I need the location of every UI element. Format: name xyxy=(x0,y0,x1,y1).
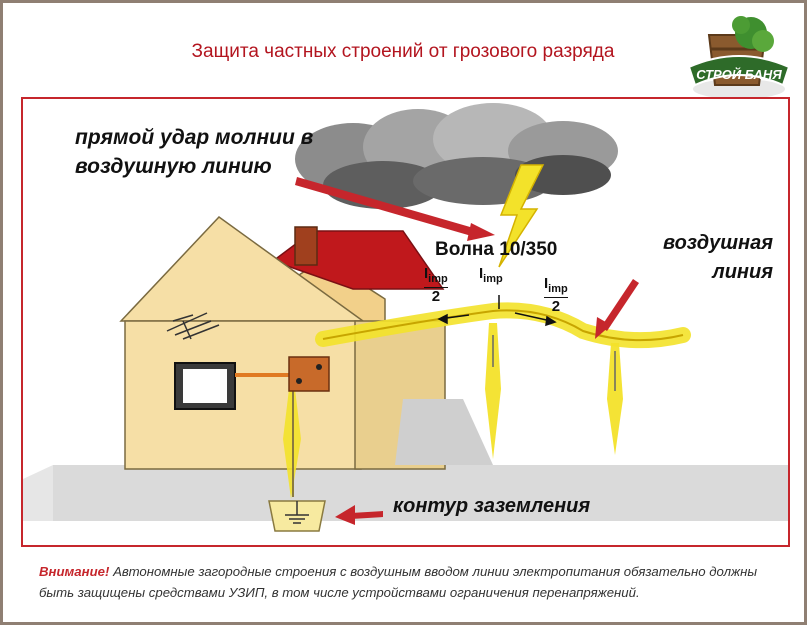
impulse-divisor: 2 xyxy=(424,287,448,305)
stroy-banya-logo: СТРОЙ БАНЯ xyxy=(679,15,797,107)
label-direct-strike-line1: прямой удар молнии в xyxy=(75,126,314,149)
impulse-subscript: imp xyxy=(428,273,448,285)
distribution-box xyxy=(288,356,330,392)
impulse-subscript: imp xyxy=(483,273,503,285)
label-direct-strike: прямой удар молнии в воздушную линию xyxy=(75,123,405,181)
diagram-panel: прямой удар молнии в воздушную линию Вол… xyxy=(21,97,790,547)
lightning-bolt xyxy=(498,164,545,268)
impulse-divisor: 2 xyxy=(544,297,568,315)
surge-glow-pole-2 xyxy=(607,343,623,455)
logo-text: СТРОЙ БАНЯ xyxy=(696,66,782,82)
surge-glow-pole-1 xyxy=(485,323,501,459)
impulse-half-right: Iimp 2 xyxy=(544,275,568,315)
warning-text: Автономные загородные строения с воздушн… xyxy=(39,564,758,600)
impulse-symbol: I xyxy=(479,265,484,282)
ground-surface xyxy=(53,465,788,521)
label-wave: Волна 10/350 xyxy=(435,239,558,260)
diagram-scene xyxy=(23,103,788,532)
wave-direction-arrows xyxy=(437,295,557,327)
impulse-subscript: imp xyxy=(548,283,568,295)
impulse-symbol: I xyxy=(544,275,549,292)
tv-antenna xyxy=(166,312,220,340)
red-arrow-strike xyxy=(295,177,495,241)
impulse-full: Iimp xyxy=(479,265,503,285)
label-grounding-loop: контур заземления xyxy=(393,495,591,517)
impulse-symbol: I xyxy=(424,265,429,282)
red-arrow-overhead-line xyxy=(595,279,639,339)
label-overhead-line2: линия xyxy=(712,261,773,283)
impulse-half-left: Iimp 2 xyxy=(424,265,448,305)
label-overhead-line: воздушная линия xyxy=(633,229,773,287)
chimney xyxy=(294,226,318,266)
label-direct-strike-line2: воздушную линию xyxy=(75,155,272,178)
figure-title: Защита частных строений от грозового раз… xyxy=(191,41,615,62)
label-overhead-line1: воздушная xyxy=(663,232,773,254)
warning-label: Внимание! xyxy=(39,564,110,579)
ground-electrode-icon xyxy=(268,500,326,532)
warning-note: Внимание! Автономные загородные строения… xyxy=(39,561,789,603)
tv-icon xyxy=(174,362,236,410)
red-arrow-ground xyxy=(335,505,383,525)
